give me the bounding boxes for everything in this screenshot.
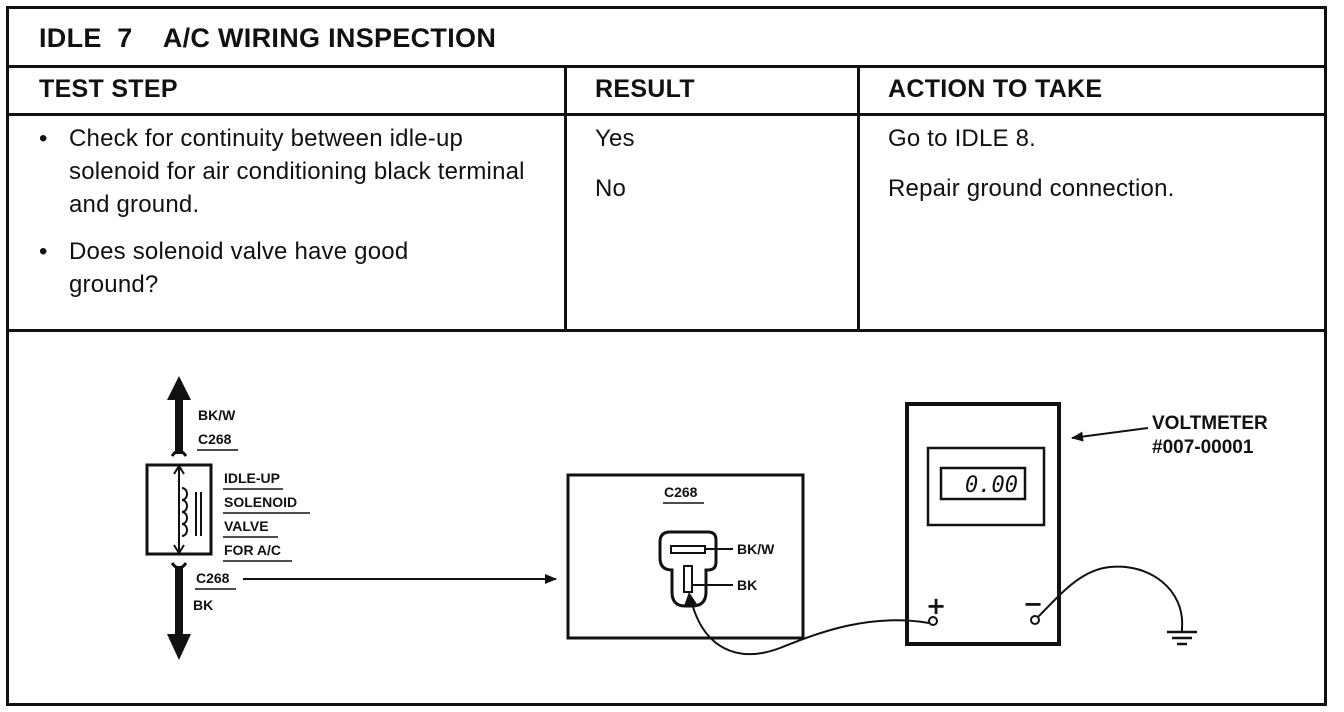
bullet-icon: • bbox=[39, 238, 48, 265]
top-wire bbox=[167, 376, 191, 457]
negative-test-lead bbox=[1037, 565, 1184, 629]
minus-terminal-jack bbox=[1030, 615, 1040, 625]
voltmeter-reading: 0.00 bbox=[965, 473, 1018, 498]
result-no: No bbox=[595, 175, 627, 202]
result-yes: Yes bbox=[595, 125, 635, 152]
positive-test-lead bbox=[692, 606, 930, 656]
voltmeter-label-line-2: #007-00001 bbox=[1152, 437, 1254, 458]
probe-tip-icon bbox=[684, 592, 697, 606]
wire-bottom-color-label: BK bbox=[193, 597, 213, 613]
solenoid-label-line-3: VALVE bbox=[224, 518, 269, 534]
column-header-action: ACTION TO TAKE bbox=[888, 75, 1103, 103]
up-arrow-icon bbox=[167, 376, 191, 400]
column-divider-result bbox=[564, 65, 567, 332]
ground-icon bbox=[1167, 626, 1197, 646]
plus-terminal-symbol: + bbox=[926, 592, 946, 620]
solenoid-label-line-1: IDLE-UP bbox=[224, 470, 280, 486]
column-divider-action bbox=[857, 65, 860, 332]
solenoid-label-line-4: FOR A/C bbox=[224, 542, 281, 558]
minus-terminal-symbol: − bbox=[1023, 590, 1043, 618]
action-yes: Go to IDLE 8. bbox=[888, 125, 1037, 152]
down-arrow-icon bbox=[167, 634, 191, 660]
connector-plug-icon bbox=[658, 530, 718, 608]
inspection-document: IDLE 7 A/C WIRING INSPECTION TEST STEP R… bbox=[6, 6, 1327, 706]
page-title: IDLE 7 A/C WIRING INSPECTION bbox=[39, 23, 497, 53]
connector-box-label: C268 bbox=[664, 484, 698, 500]
bottom-wire bbox=[167, 562, 191, 660]
voltmeter-label-line-1: VOLTMETER bbox=[1152, 413, 1268, 434]
coil-icon bbox=[181, 487, 188, 537]
header-divider bbox=[9, 113, 1324, 116]
column-header-result: RESULT bbox=[595, 75, 695, 103]
test-step-2: Does solenoid valve have good ground? bbox=[69, 238, 409, 298]
action-no: Repair ground connection. bbox=[888, 175, 1175, 202]
solenoid-symbol bbox=[145, 463, 213, 556]
voltmeter-leader-arrow bbox=[1071, 427, 1149, 442]
title-divider bbox=[9, 65, 1324, 68]
test-step-1: Check for continuity between idle-up sol… bbox=[69, 125, 525, 218]
table-bottom-divider bbox=[9, 329, 1324, 332]
wire-top-color-label: BK/W bbox=[198, 407, 236, 423]
connector-top-label: C268 bbox=[198, 431, 232, 447]
plus-terminal-jack bbox=[928, 616, 938, 626]
connector-bottom-label: C268 bbox=[196, 570, 230, 586]
bullet-icon: • bbox=[39, 125, 48, 152]
column-header-test-step: TEST STEP bbox=[39, 75, 178, 103]
pin-bkw-label: BK/W bbox=[737, 541, 775, 557]
solenoid-label-line-2: SOLENOID bbox=[224, 494, 297, 510]
pin-bk-label: BK bbox=[737, 577, 757, 593]
voltmeter-display bbox=[939, 466, 1027, 501]
